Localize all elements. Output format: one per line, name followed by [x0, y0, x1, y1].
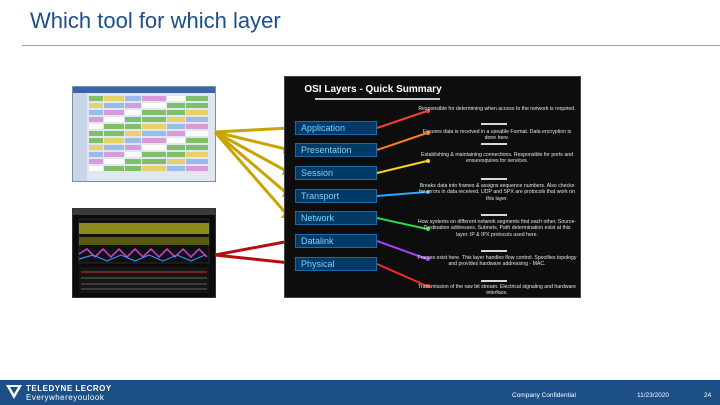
osi-title-underline	[315, 98, 440, 100]
layer-arrow-head	[426, 257, 430, 261]
desc-application: Responsible for determining when access …	[418, 106, 576, 112]
layer-session: Session	[295, 166, 377, 180]
layer-network: Network	[295, 211, 377, 225]
layer-physical: Physical	[295, 257, 377, 271]
desc-presentation: Ensures data is received in a useable Fo…	[422, 129, 572, 142]
slide-title: Which tool for which layer	[30, 8, 281, 33]
layer-arrow-head	[426, 190, 430, 194]
osi-panel-title: OSI Layers - Quick Summary	[304, 84, 442, 95]
desc-datalink: Frames exist here. This layer handles fl…	[417, 255, 577, 268]
layer-application: Application	[295, 121, 377, 135]
desc-transport: Breaks data into frames & assigns sequen…	[419, 183, 575, 202]
analyzer-row	[89, 96, 209, 101]
desc-separator	[481, 250, 507, 252]
layer-arrow	[376, 132, 428, 151]
layer-arrow-head	[426, 227, 430, 231]
layer-arrow-head	[426, 109, 430, 113]
desc-network: How systems on different network segment…	[417, 219, 577, 238]
layer-arrow-head	[426, 131, 430, 135]
analyzer-row	[89, 138, 209, 143]
layer-datalink: Datalink	[295, 234, 377, 248]
layer-transport: Transport	[295, 189, 377, 203]
layer-arrow	[376, 217, 428, 230]
slide-number: 24	[704, 392, 712, 399]
layer-connector-arrows	[376, 109, 430, 288]
desc-separator	[481, 280, 507, 282]
desc-separator	[481, 143, 507, 145]
desc-separator	[481, 123, 507, 125]
layer-arrow-head	[426, 159, 430, 163]
analyzer-row	[89, 131, 209, 136]
brand-name: TELEDYNE LECROY	[26, 384, 112, 393]
desc-physical: Transmission of the raw bit stream. Elec…	[417, 284, 577, 297]
analyzer-row	[89, 159, 209, 164]
teledyne-logo-icon	[6, 385, 22, 399]
desc-session: Establishing & maintaining connections. …	[421, 152, 573, 165]
layer-arrow	[376, 191, 428, 197]
confidential-label: Company Confidential	[512, 392, 576, 399]
layer-arrow	[376, 263, 428, 287]
osi-layers-panel: OSI Layers - Quick Summary Application P…	[284, 76, 581, 298]
analyzer-row	[89, 117, 209, 122]
analyzer-row	[89, 124, 209, 129]
oscilloscope-screenshot	[72, 208, 216, 298]
analyzer-row	[89, 166, 209, 171]
protocol-analyzer-screenshot	[72, 86, 216, 182]
layer-arrow	[376, 240, 428, 260]
desc-separator	[481, 214, 507, 216]
layer-arrow-head	[426, 284, 430, 288]
analyzer-row	[89, 145, 209, 150]
layer-arrow	[376, 110, 428, 129]
brand-tagline: Everywhereyoulook	[26, 393, 105, 402]
slide-date: 11/23/2020	[637, 392, 670, 399]
footer-bar	[0, 380, 720, 405]
layer-presentation: Presentation	[295, 143, 377, 157]
title-divider	[22, 45, 720, 46]
brand-logo-text: TELEDYNE LECROY Everywhereyoulook	[26, 384, 112, 402]
desc-separator	[481, 178, 507, 180]
layer-arrow	[376, 160, 428, 174]
analyzer-row	[89, 110, 209, 115]
analyzer-row	[89, 103, 209, 108]
analyzer-row	[89, 152, 209, 157]
